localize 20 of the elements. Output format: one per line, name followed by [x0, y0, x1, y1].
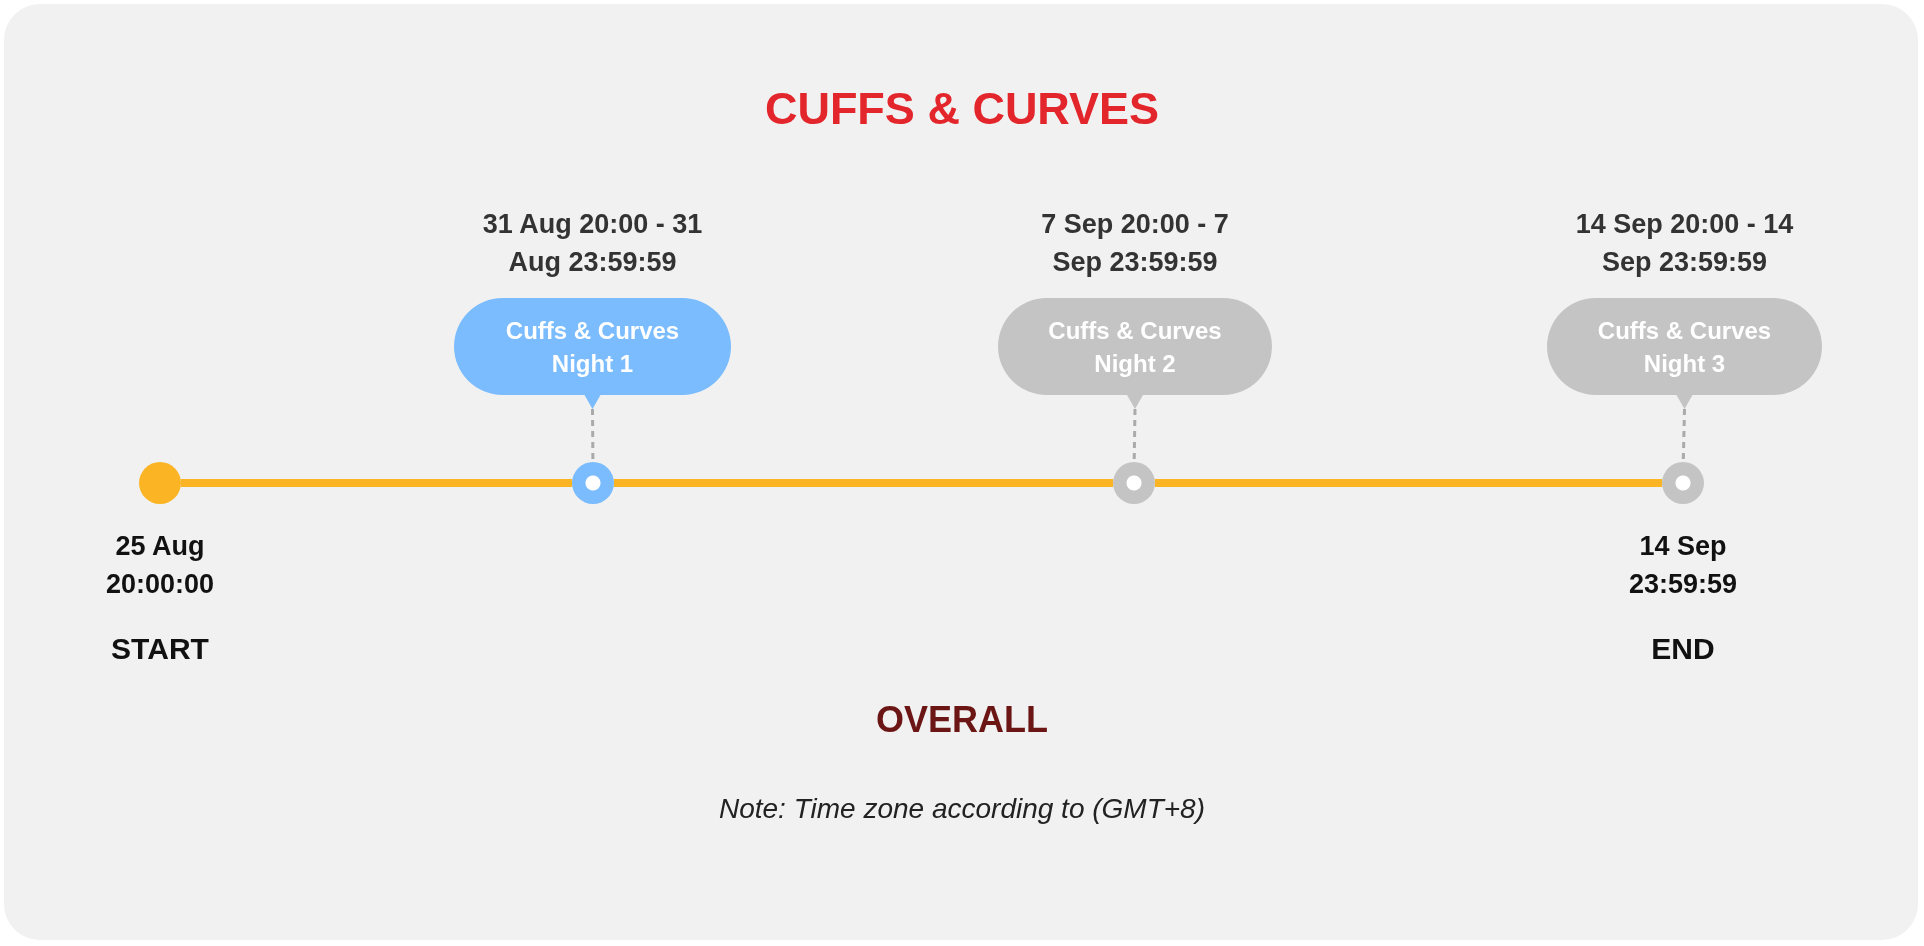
- date-label: 14 Sep 20:00 - 14 Sep 23:59:59: [1574, 208, 1795, 279]
- event-label: Cuffs & Curves Night 3: [1596, 315, 1773, 379]
- timeline-line: [181, 479, 572, 487]
- dashed-connector: [591, 409, 595, 462]
- date-label: 7 Sep 20:00 - 7 Sep 23:59:59: [1040, 208, 1230, 279]
- date-label: 25 Aug 20:00:00: [104, 530, 216, 601]
- timeline-line: [614, 479, 1113, 487]
- event-label: Cuffs & Curves Night 1: [504, 315, 681, 379]
- section-heading: OVERALL: [875, 698, 1049, 742]
- title: CUFFS & CURVES: [763, 84, 1161, 134]
- speech-bubble: [454, 298, 731, 409]
- note-text: Note: Time zone according to (GMT+8): [717, 792, 1207, 826]
- date-label: 31 Aug 20:00 - 31 Aug 23:59:59: [481, 208, 704, 279]
- milestone-label: START: [110, 631, 210, 667]
- milestone-label: END: [1650, 631, 1716, 667]
- speech-bubble: [998, 298, 1272, 409]
- event-label: Cuffs & Curves Night 2: [1047, 315, 1223, 379]
- timeline-line: [1155, 479, 1662, 487]
- speech-bubble: [1547, 298, 1822, 409]
- date-label: 14 Sep 23:59:59: [1627, 530, 1739, 601]
